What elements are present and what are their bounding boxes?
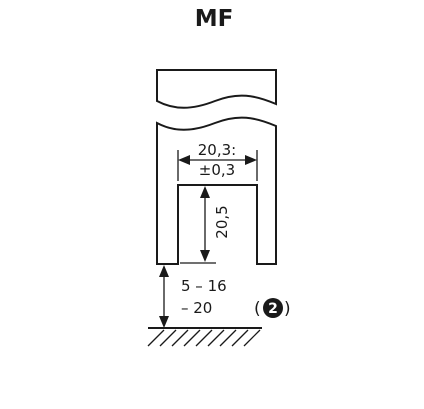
height-value-label: 20,5 [213, 205, 231, 238]
width-arrow-left [178, 155, 190, 165]
gap-range-label-line2: – 20 [181, 299, 212, 317]
width-tolerance-label: ±0,3 [199, 161, 235, 179]
callout-marker: ( 2 ) [254, 298, 291, 319]
height-arrow-bottom [200, 250, 210, 262]
callout-open-paren: ( [254, 299, 261, 319]
height-arrow-top [200, 186, 210, 198]
width-value-label: 20,3: [198, 141, 236, 159]
ground-hatching [147, 329, 261, 347]
gap-arrow-top [159, 265, 169, 277]
gap-arrow-bottom [159, 316, 169, 328]
gap-range-label-line1: 5 – 16 [181, 277, 227, 295]
drawing-title: MF [195, 6, 234, 32]
upper-block-outline [156, 69, 277, 109]
width-arrow-right [245, 155, 257, 165]
callout-number: 2 [268, 301, 278, 317]
fork-profile-outline [156, 116, 277, 265]
callout-circle [263, 298, 283, 318]
callout-close-paren: ) [284, 299, 291, 319]
